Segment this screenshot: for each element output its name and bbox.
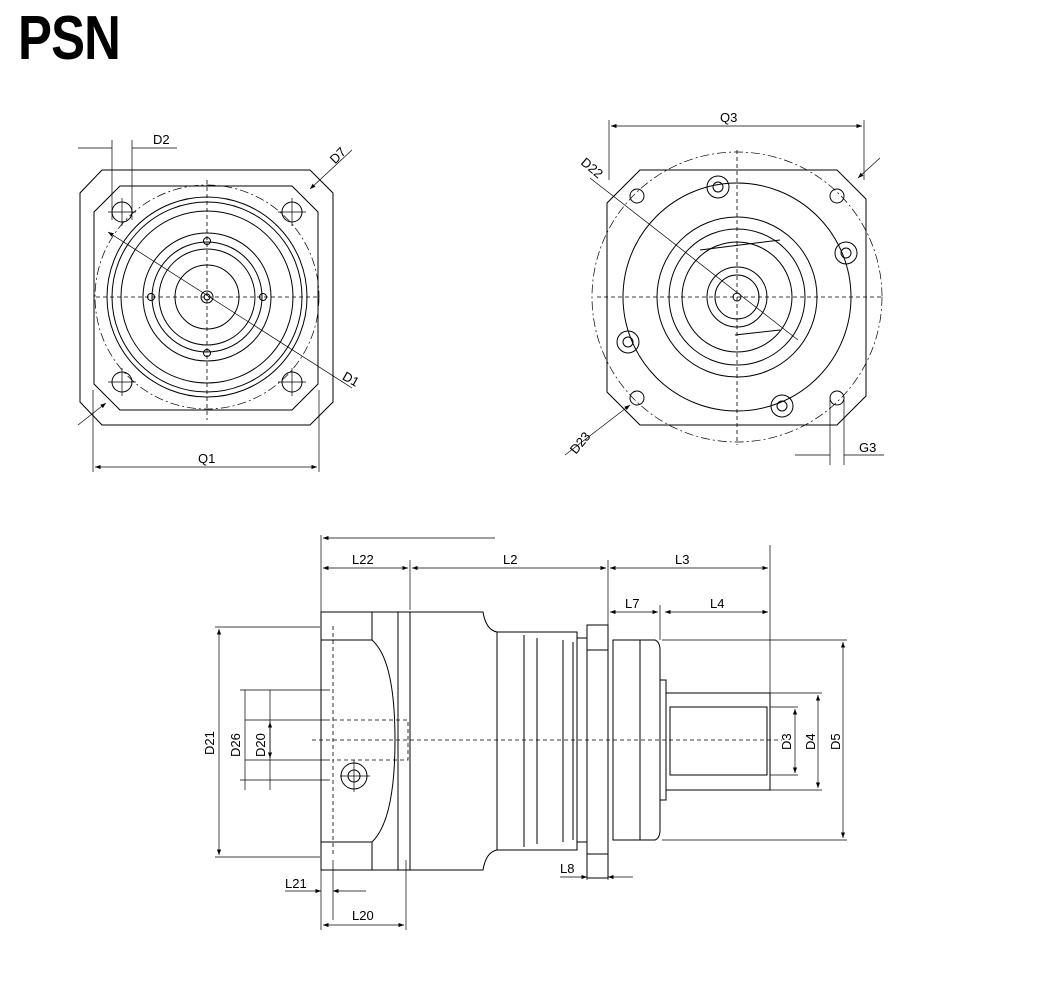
label-q1: Q1 [198, 451, 215, 466]
label-d22: D22 [578, 154, 606, 181]
label-d2: D2 [153, 132, 170, 147]
label-d20: D20 [253, 733, 268, 757]
front-view: D2 D7 D1 Q1 [77, 132, 362, 472]
label-d3: D3 [779, 733, 794, 750]
label-l20: L20 [352, 908, 374, 923]
label-d1: D1 [340, 368, 362, 389]
label-d5: D5 [828, 733, 843, 750]
label-d4: D4 [803, 733, 818, 750]
label-l3: L3 [675, 552, 689, 567]
side-view: L22 L2 L3 L7 L4 L8 L21 L20 D21 D26 D20 D… [202, 535, 847, 930]
label-l22: L22 [352, 552, 374, 567]
product-title: PSN [18, 4, 121, 73]
label-l4: L4 [710, 596, 724, 611]
label-l8: L8 [560, 861, 574, 876]
label-l2: L2 [503, 552, 517, 567]
label-g3: G3 [859, 440, 876, 455]
label-d26: D26 [228, 733, 243, 757]
label-l7: L7 [625, 596, 639, 611]
label-q3: Q3 [720, 110, 737, 125]
label-l21: L21 [285, 876, 307, 891]
bolt-holes [108, 198, 306, 396]
label-d23: D23 [567, 429, 594, 457]
label-d21: D21 [202, 731, 217, 755]
rear-view: Q3 D22 D23 G3 [564, 110, 884, 465]
label-d7: D7 [327, 144, 349, 166]
bolt-holes-rear [616, 175, 858, 418]
